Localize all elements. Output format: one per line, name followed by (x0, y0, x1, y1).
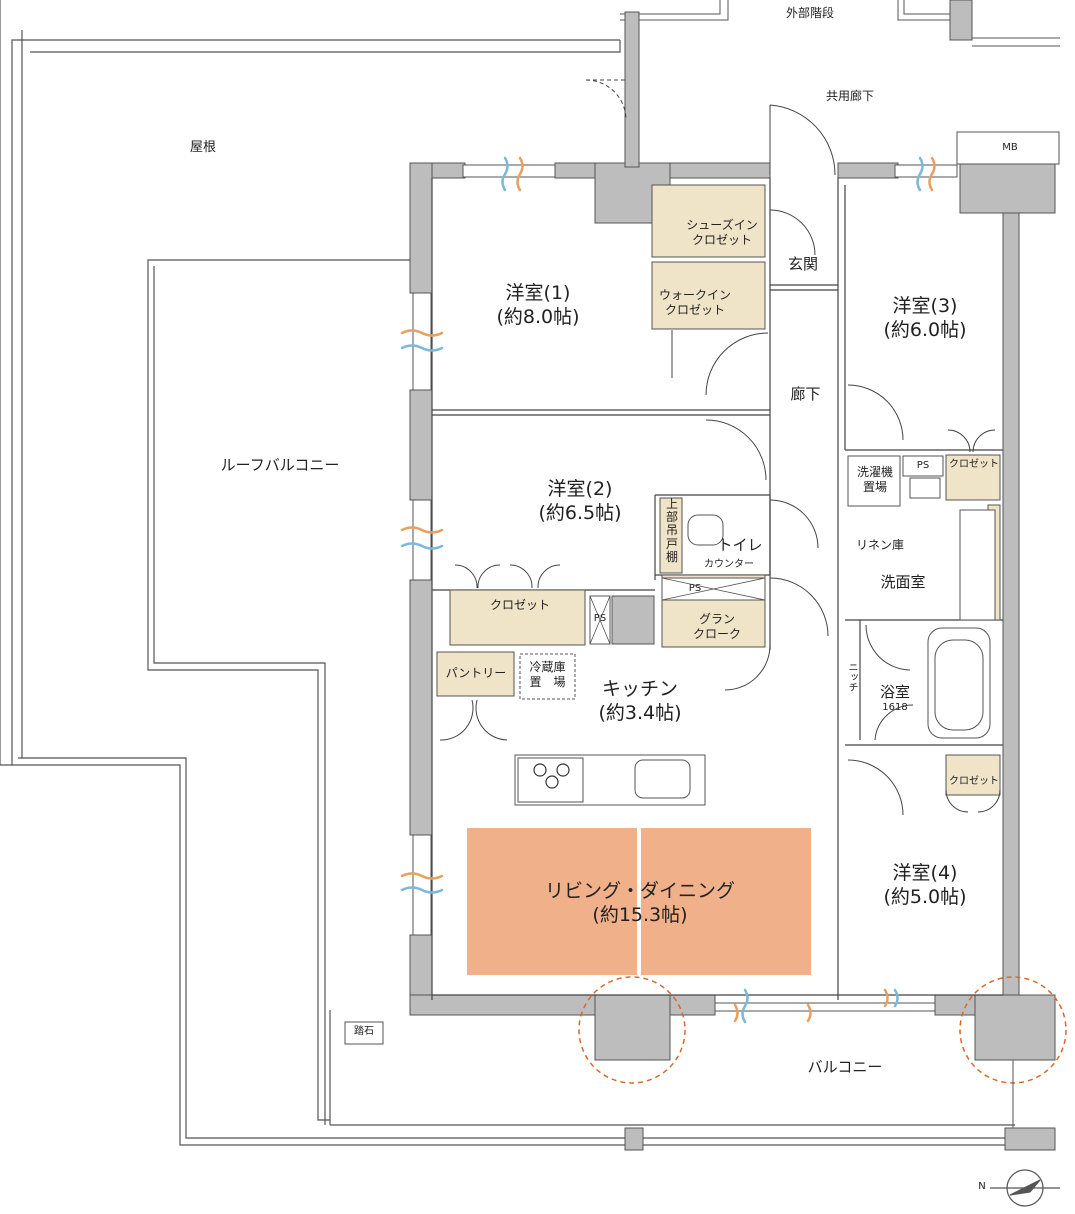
room-toilet: トイレ (717, 536, 763, 554)
label-counter: カウンター (704, 559, 754, 570)
compass-icon (990, 1169, 1060, 1207)
label-grand-cloak: グラン クローク (692, 612, 741, 641)
label-closet-w4: クロゼット (949, 776, 999, 787)
vent-marks (400, 156, 936, 1024)
stove-burners-icon (533, 763, 570, 789)
label-linen: リネン庫 (855, 538, 904, 552)
living-dining-floor (641, 828, 811, 975)
label-fridge-space: 冷蔵庫 置 場 (529, 660, 566, 689)
label-ps-wash: PS (916, 460, 930, 471)
label-entrance: 玄関 (787, 255, 818, 273)
door-swings (439, 79, 1001, 816)
label-upper-cabinet: 上 部 吊 戸 棚 (665, 497, 678, 564)
label-roof-balcony: ルーフバルコニー (220, 456, 340, 474)
label-shoes-in-closet: シューズイン クロゼット (686, 218, 758, 247)
label-stepping-stone: 踏石 (354, 1026, 374, 1037)
room-western-4: 洋室(4) (約5.0帖) (883, 862, 967, 908)
mb-box (956, 131, 1060, 165)
interior-walls (431, 178, 1003, 1000)
label-niche: ニッチ (846, 662, 857, 692)
label-ps-kitchen: PS (593, 613, 607, 624)
exterior-walls (409, 11, 1056, 1151)
label-walk-in-closet: ウォークイン クロゼット (658, 288, 731, 317)
label-closet-w3: クロゼット (949, 459, 999, 470)
label-compass-n: N (978, 1181, 986, 1192)
windows (412, 164, 958, 1012)
room-western-2: 洋室(2) (約6.5帖) (538, 478, 622, 524)
label-outer-stairs: 外部階段 (785, 6, 834, 20)
label-roof: 屋根 (189, 140, 216, 155)
outer-stairs (620, 0, 973, 41)
label-mb: MB (1002, 142, 1018, 153)
label-hallway: 廊下 (790, 385, 821, 403)
label-ps-toilet: PS (688, 583, 702, 594)
room-bathroom: 浴室 1618 (879, 683, 910, 713)
label-closet-w2: クロゼット (489, 598, 550, 612)
label-washer-space: 洗濯機 置場 (856, 465, 893, 494)
living-dining-floor (467, 828, 637, 975)
room-western-3: 洋室(3) (約6.0帖) (883, 295, 967, 341)
room-western-1: 洋室(1) (約8.0帖) (496, 282, 580, 328)
label-pantry: パントリー (445, 666, 507, 680)
room-living-dining: リビング・ダイニング (約15.3帖) (544, 880, 735, 926)
ps-marks (589, 577, 766, 645)
label-balcony: バルコニー (807, 1058, 883, 1076)
roof-balcony-outline (0, 0, 1055, 1146)
room-washroom: 洗面室 (880, 573, 926, 591)
label-common-corridor: 共用廊下 (825, 89, 874, 103)
stair-treads (972, 37, 1060, 47)
stepping-stone-box (344, 1021, 384, 1045)
room-kitchen: キッチン (約3.4帖) (598, 678, 682, 724)
